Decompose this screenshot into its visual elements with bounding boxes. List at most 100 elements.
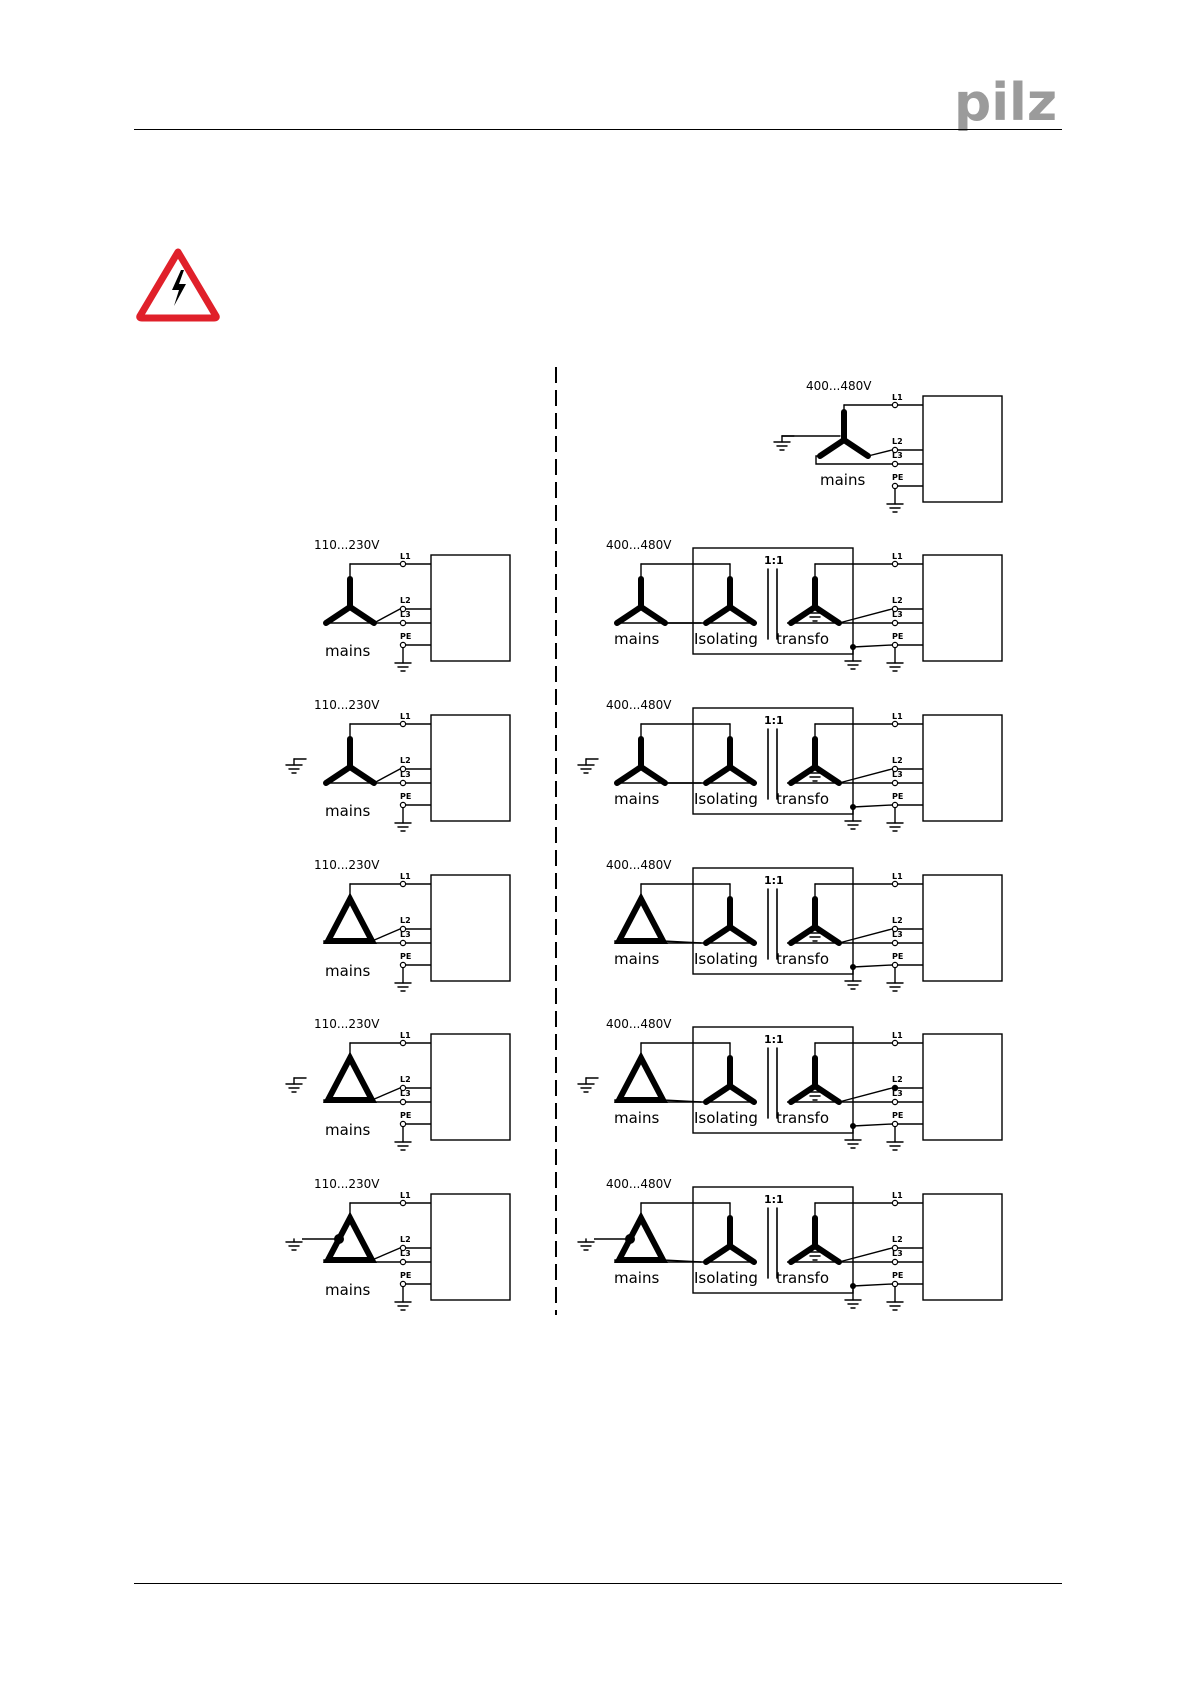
ground-symbol (394, 1141, 412, 1151)
terminal-label: L3 (400, 770, 411, 779)
ground-symbol (577, 1077, 599, 1093)
wire (347, 604, 377, 626)
terminal (399, 619, 407, 627)
transfo-label: transfo (776, 1269, 829, 1287)
voltage-label: 110...230V (314, 1177, 380, 1191)
terminal-label: L3 (400, 610, 411, 619)
wire (727, 604, 757, 626)
terminal-label: L3 (892, 1249, 903, 1258)
terminal-label: PE (400, 1271, 411, 1280)
terminal-label: L1 (892, 1191, 903, 1200)
wire (703, 924, 733, 946)
ground-symbol (806, 1251, 824, 1261)
wire (614, 604, 644, 626)
wire (662, 940, 702, 944)
voltage-label: 400...480V (606, 698, 672, 712)
terminal (891, 1120, 899, 1128)
wire (815, 455, 892, 465)
device-box (922, 554, 1003, 662)
terminal-label: PE (892, 632, 903, 641)
wire (838, 1247, 893, 1263)
wire (371, 928, 401, 942)
terminal-label: L1 (892, 552, 903, 561)
logo-text: pilz (954, 74, 1057, 133)
terminal-label: L3 (400, 1249, 411, 1258)
ground-symbol (285, 758, 307, 774)
ratio-label: 1:1 (764, 874, 784, 887)
voltage-label: 110...230V (314, 698, 380, 712)
terminal-label: L3 (892, 610, 903, 619)
terminal (891, 1199, 899, 1207)
terminal-label: PE (892, 1111, 903, 1120)
voltage-label: 400...480V (806, 379, 872, 393)
terminal-label: L1 (400, 712, 411, 721)
wire (323, 1259, 400, 1263)
terminal-label: PE (400, 792, 411, 801)
wire (662, 1099, 702, 1103)
delta-triangle (614, 1051, 668, 1103)
device-box (922, 1193, 1003, 1301)
isolating-label: Isolating (694, 630, 758, 648)
voltage-label: 110...230V (314, 1017, 380, 1031)
terminal (399, 801, 407, 809)
wire (852, 804, 893, 808)
terminal-label: L3 (892, 930, 903, 939)
star-winding (788, 1215, 842, 1265)
wire (373, 608, 401, 624)
terminal (891, 939, 899, 947)
ground-symbol (886, 822, 904, 832)
wire (817, 437, 847, 459)
star-winding (703, 576, 757, 626)
terminal-label: L3 (892, 770, 903, 779)
ground-symbol (577, 758, 599, 774)
delta-winding (323, 1051, 377, 1103)
device-box (922, 395, 1003, 503)
wire (812, 1243, 842, 1265)
ground-symbol (285, 1077, 307, 1093)
terminal (399, 1258, 407, 1266)
device-box (430, 554, 511, 662)
transfo-label: transfo (776, 1109, 829, 1127)
terminal (399, 560, 407, 568)
wire (703, 604, 733, 626)
terminal-label: PE (892, 952, 903, 961)
terminal-label: L2 (892, 1235, 903, 1244)
wire (727, 1083, 757, 1105)
terminal (891, 1039, 899, 1047)
ground-symbol (844, 660, 862, 670)
wire (371, 1087, 401, 1101)
terminal-label: L2 (400, 756, 411, 765)
mains-label: mains (614, 1109, 659, 1127)
transfo-label: transfo (776, 630, 829, 648)
device-box (922, 1033, 1003, 1141)
header-rule (134, 129, 1062, 130)
wire (852, 644, 893, 648)
transformer-frame (692, 707, 854, 815)
wire (788, 1243, 818, 1265)
voltage-label: 400...480V (606, 858, 672, 872)
ground-symbol (844, 980, 862, 990)
wire (323, 940, 400, 944)
wire (852, 1123, 893, 1127)
isolating-label: Isolating (694, 950, 758, 968)
terminal-label: L2 (892, 916, 903, 925)
ground-symbol (806, 932, 824, 942)
device-box (922, 714, 1003, 822)
wire (788, 1083, 818, 1105)
wire (662, 1259, 702, 1263)
wire (812, 1083, 842, 1105)
terminal (399, 1039, 407, 1047)
footer-rule (134, 1583, 1062, 1584)
device-box (430, 1193, 511, 1301)
variants-group: 110...230VL1L2L3PEmains110...230VL1L2L3P… (285, 379, 1003, 1311)
wire (841, 437, 871, 459)
wire (703, 1083, 733, 1105)
wire (838, 608, 893, 624)
device-box (430, 1033, 511, 1141)
